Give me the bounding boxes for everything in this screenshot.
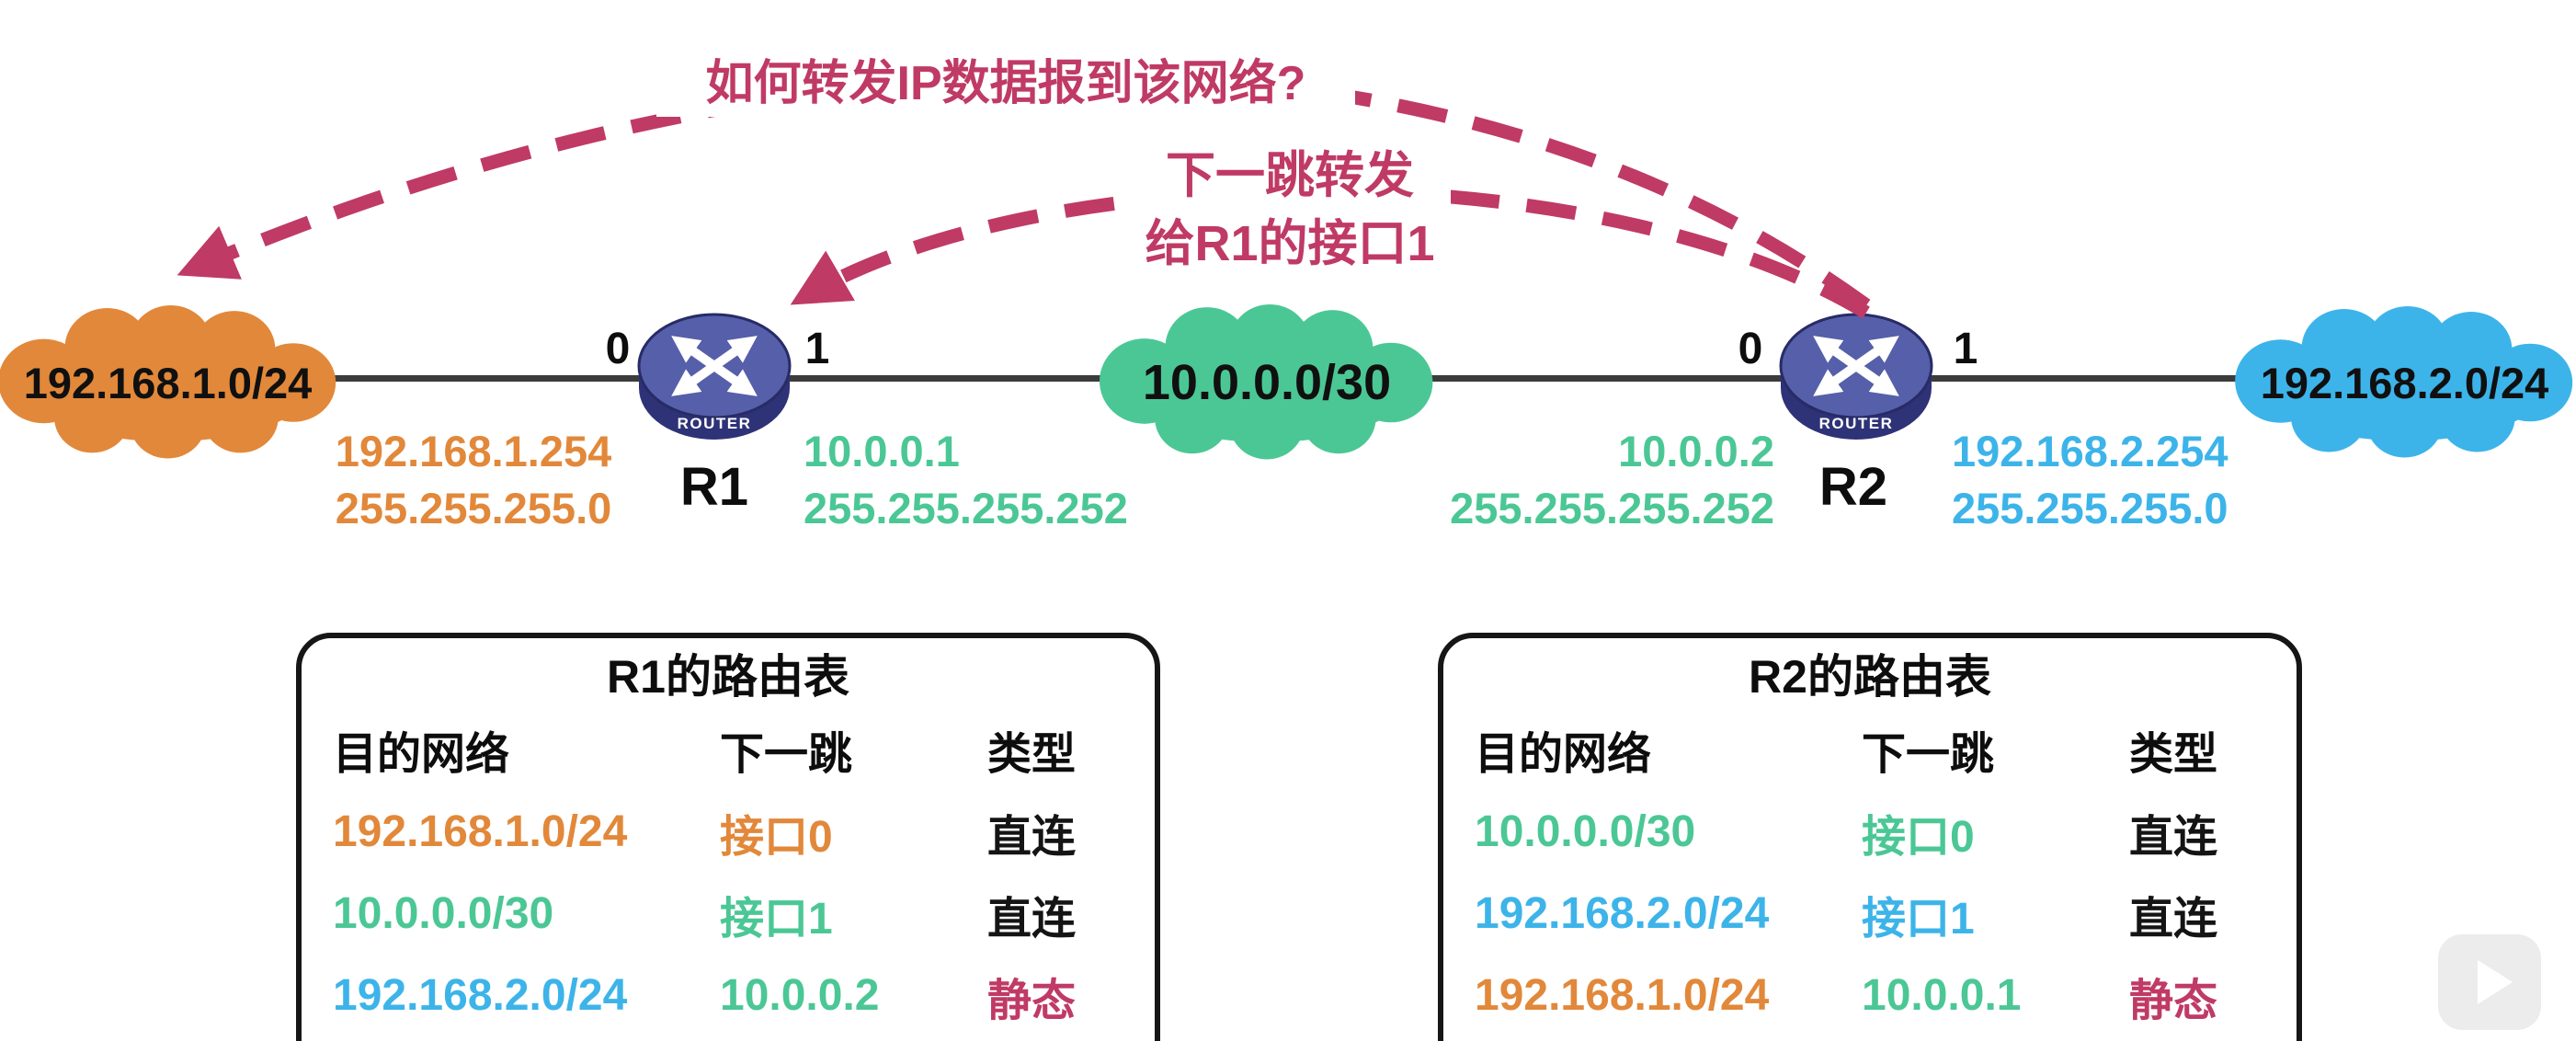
table-cell: 192.168.1.0/24 [1475,971,1770,1020]
cloud-shape-icon [1100,304,1433,460]
router-r1-name: R1 [679,457,749,517]
r2-interface0-label: 0 [1738,325,1763,373]
network-label: 192.168.2.0/24 [2260,358,2549,407]
router-word-label: ROUTER [1819,415,1894,432]
table-cell: 10.0.0.0/30 [333,889,554,938]
routing-table-r2: R2的路由表 目的网络 下一跳 类型 10.0.0.0/30 接口0 直连 19… [1438,633,2302,1041]
interface-mask: 255.255.255.252 [1450,484,1774,532]
interface-mask: 255.255.255.0 [1952,484,2228,532]
table-cell: 直连 [986,894,1076,944]
column-header: 下一跳 [1862,730,1995,779]
routing-table-r1: R1的路由表 目的网络 下一跳 类型 192.168.1.0/24 接口0 直连… [296,633,1160,1041]
column-header: 目的网络 [333,730,510,779]
interface-ip: 192.168.1.254 [335,427,612,475]
column-header: 目的网络 [1475,730,1652,779]
table-cell: 接口1 [720,894,833,944]
table-cell: 10.0.0.1 [1862,971,2022,1020]
interface-ip: 10.0.0.2 [1618,427,1774,475]
answer-line-1: 下一跳转发 [1166,148,1414,203]
router-r1-icon: ROUTER [636,311,792,444]
router-r2-icon: ROUTER [1778,311,1934,444]
r1-interface0-addressing: 192.168.1.254 255.255.255.0 [313,423,634,537]
r2-interface1-addressing: 192.168.2.254 255.255.255.0 [1952,423,2347,537]
table-cell: 静态 [986,976,1076,1025]
answer-line-2: 给R1的接口1 [1145,216,1435,271]
network-cloud-10-0-0-0: 10.0.0.0/30 [1088,304,1446,461]
table-cell: 接口0 [720,812,833,862]
table-cell: 接口0 [1862,812,1975,862]
routing-table-title: R1的路由表 [607,651,849,703]
table-cell: 接口1 [1862,894,1975,944]
cloud-shape-icon [0,305,336,459]
router-r2-name: R2 [1818,457,1888,517]
cloud-shape-icon [2235,306,2573,458]
table-cell: 直连 [2128,894,2217,944]
question-annotation: 如何转发IP数据报到该网络? [656,40,1355,117]
r1-interface0-label: 0 [605,325,631,373]
table-cell: 直连 [2128,812,2217,862]
network-cloud-192-168-1-0: 192.168.1.0/24 [0,305,349,460]
play-icon [2478,960,2513,1004]
routing-table-title: R2的路由表 [1749,651,1991,703]
r1-interface1-label: 1 [804,325,830,373]
table-cell: 192.168.2.0/24 [333,971,628,1020]
table-cell: 10.0.0.2 [720,971,880,1020]
r2-interface1-label: 1 [1953,325,1978,373]
table-cell: 192.168.1.0/24 [333,807,628,856]
table-cell: 静态 [2128,976,2217,1025]
interface-ip: 10.0.0.1 [804,427,960,475]
column-header: 下一跳 [720,730,853,779]
column-header: 类型 [986,730,1076,779]
column-header: 类型 [2128,730,2217,779]
routing-table-grid: 目的网络 下一跳 类型 192.168.1.0/24 接口0 直连 10.0.0… [333,708,1123,1036]
interface-ip: 192.168.2.254 [1952,427,2228,475]
table-cell: 10.0.0.0/30 [1475,807,1696,856]
answer-annotation: 下一跳转发 给R1的接口1 [1129,138,1451,281]
interface-mask: 255.255.255.0 [335,484,612,532]
network-label: 10.0.0.0/30 [1142,355,1392,410]
router-word-label: ROUTER [678,415,752,432]
table-cell: 直连 [986,812,1076,862]
r2-interface0-addressing: 10.0.0.2 255.255.255.252 [1379,423,1774,537]
routing-table-grid: 目的网络 下一跳 类型 10.0.0.0/30 接口0 直连 192.168.2… [1475,708,2265,1036]
video-play-button[interactable] [2438,934,2541,1030]
interface-mask: 255.255.255.252 [804,484,1128,532]
table-cell: 192.168.2.0/24 [1475,889,1770,938]
network-cloud-192-168-2-0: 192.168.2.0/24 [2223,306,2576,459]
r1-interface1-addressing: 10.0.0.1 255.255.255.252 [804,423,1199,537]
network-label: 192.168.1.0/24 [23,358,313,407]
